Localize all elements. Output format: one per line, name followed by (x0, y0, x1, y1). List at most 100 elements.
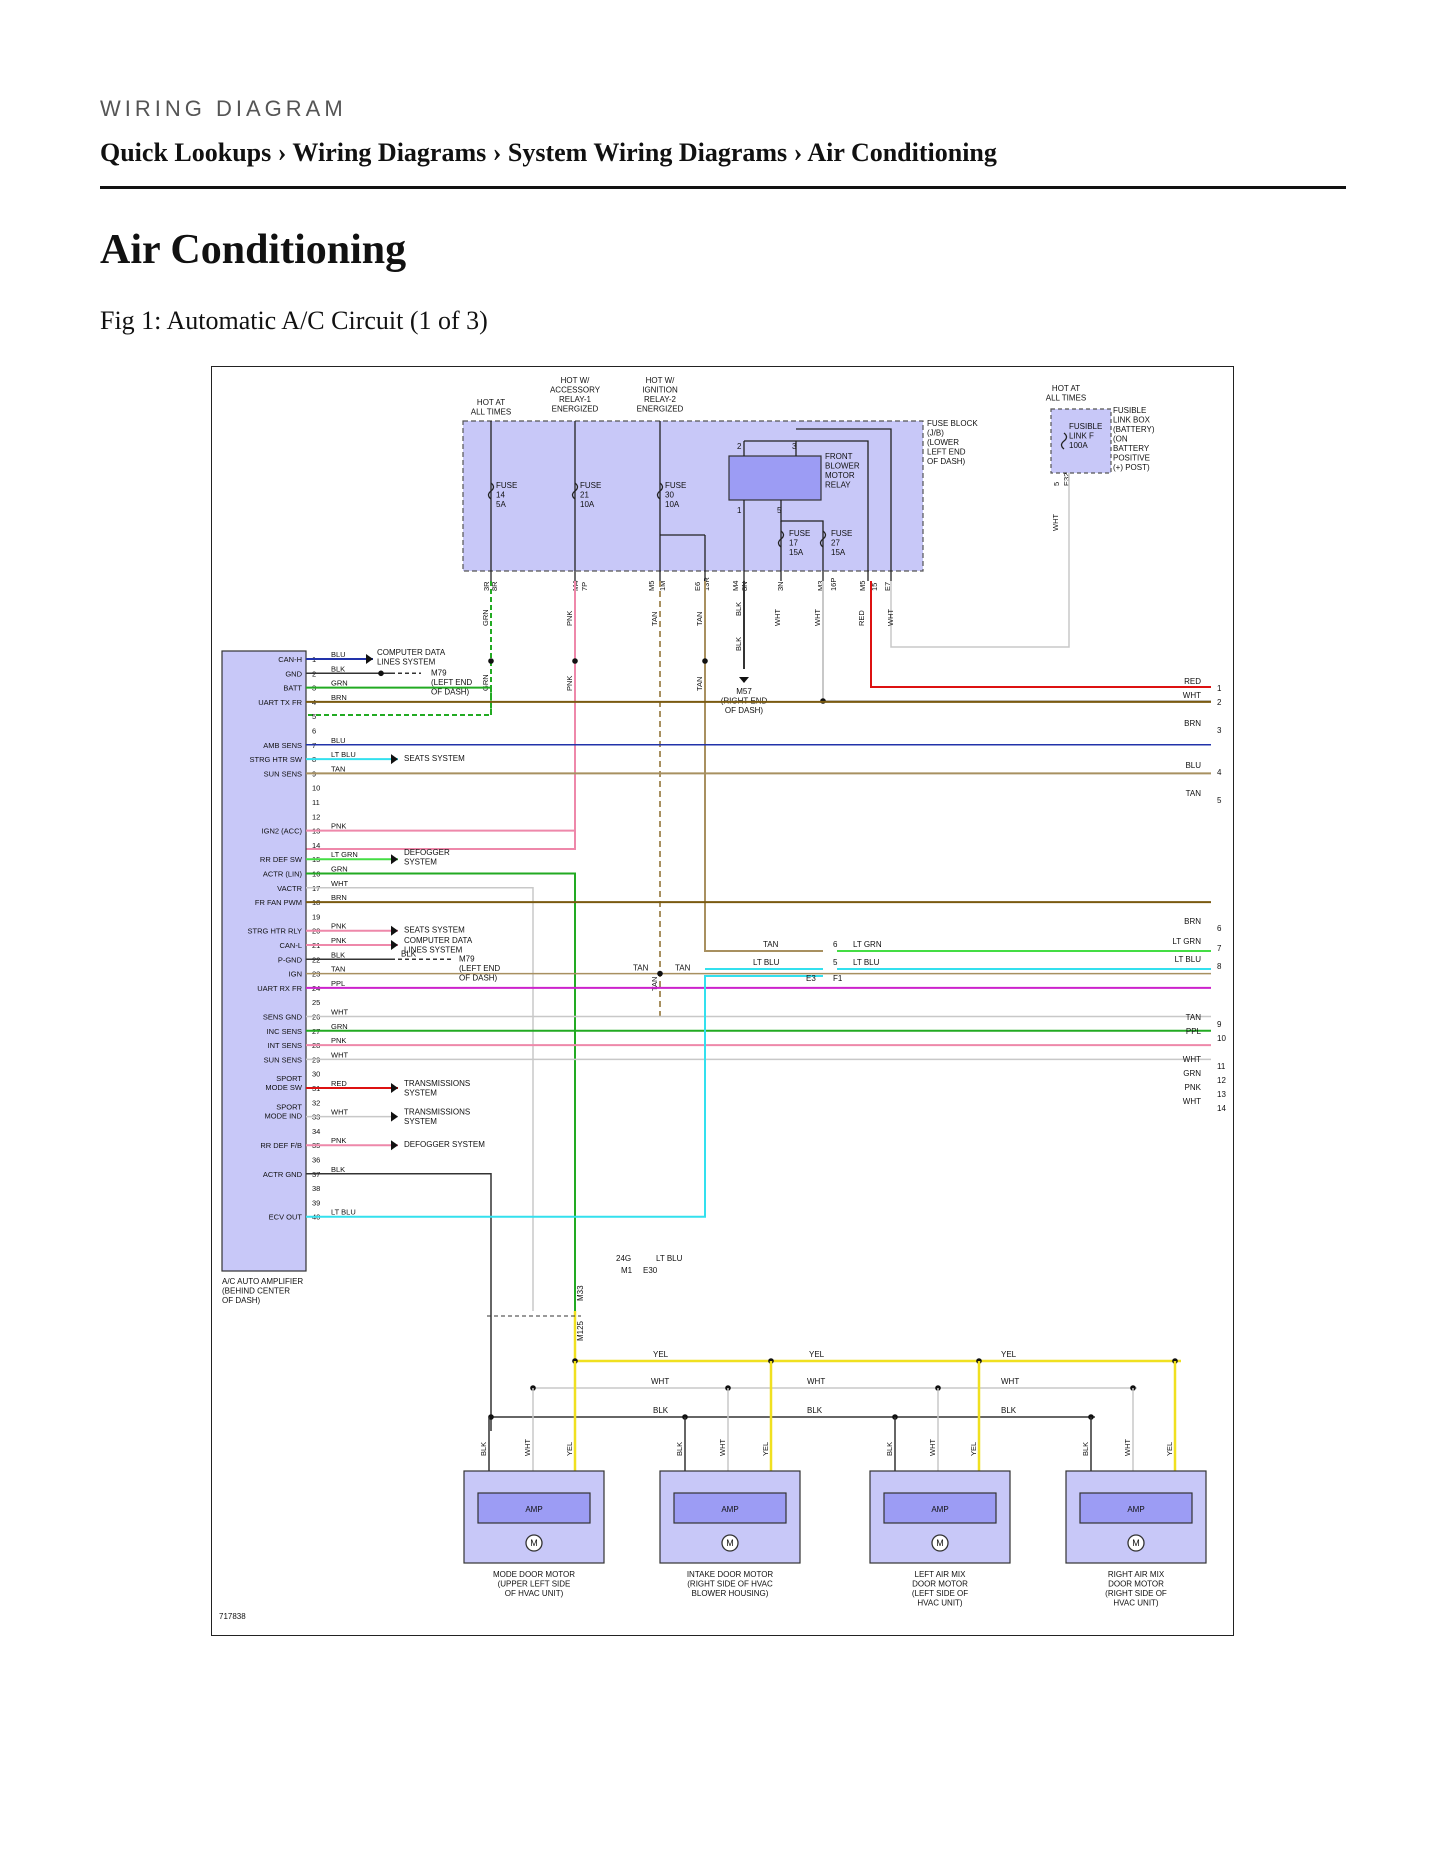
connector-code-17: 5 (1052, 482, 1061, 486)
ac-amplifier (221, 650, 307, 1272)
fuse-17-symbol (777, 530, 785, 548)
motor-4-motor-symbol (1127, 1534, 1145, 1552)
wire-fuse21-pnk (304, 581, 576, 850)
amp-pin-25: 25 (312, 998, 320, 1007)
connector-code-12: M3 (816, 581, 825, 591)
motor-1-wire-YEL: YEL (565, 1442, 574, 1456)
bus-wht-label-3: WHT (1001, 1377, 1019, 1386)
wire-color-label-13: WHT (886, 609, 895, 626)
right-terminal-wire-8: LT BLU (1175, 955, 1202, 964)
wire-color-label-9: BLK (734, 637, 743, 651)
right-terminal-wire-2: WHT (1183, 691, 1201, 700)
right-terminal-10: 10 (1217, 1034, 1226, 1043)
amp-pin-name-9: SUN SENS (264, 769, 302, 778)
right-terminal-12: 12 (1217, 1076, 1226, 1085)
amp-pin-name-7: AMB SENS (263, 741, 302, 750)
motor-1-amp-label: AMP (525, 1505, 542, 1514)
right-terminal-wire-13: PNK (1185, 1083, 1202, 1092)
wire-color-label-11: WHT (813, 609, 822, 626)
connector-code-7: E6 (693, 582, 702, 591)
splice-grn (488, 658, 494, 664)
amp-pin-name-40: ECV OUT (269, 1213, 303, 1222)
connector-code-1: 3R (482, 581, 491, 591)
amp-pin-name-22: P-GND (278, 955, 303, 964)
wire-color-label-4: PNK (565, 676, 574, 691)
splice-dot (378, 670, 384, 677)
amp-pin-34: 34 (312, 1127, 320, 1136)
motor-4-wire-BLK: BLK (1081, 1442, 1090, 1456)
figure-caption: Fig 1: Automatic A/C Circuit (1 of 3) (100, 306, 488, 335)
amp-pin-name-35: RR DEF F/B (260, 1141, 302, 1150)
motor-4-amp-label: AMP (1127, 1505, 1144, 1514)
connector-code-16: E7 (883, 582, 892, 591)
right-terminal-8: 8 (1217, 962, 1222, 971)
amp-pin-name-4: UART TX FR (258, 698, 302, 707)
motor-4-m-letter: M (1132, 1538, 1140, 1548)
amp-pin-name-29: SUN SENS (264, 1055, 302, 1064)
amp-pin-5: 5 (312, 712, 316, 721)
amp-wire-label-23: TAN (331, 965, 345, 974)
amp-pin-11: 11 (312, 798, 320, 807)
splice-tan-ign (657, 970, 663, 977)
breadcrumb[interactable]: Quick Lookups › Wiring Diagrams › System… (100, 138, 997, 167)
amp-wire-label-7: BLU (331, 736, 346, 745)
fuse-2-symbol (571, 482, 579, 500)
amp-wire-label-33: WHT (331, 1108, 348, 1117)
right-terminal-13: 13 (1217, 1090, 1226, 1099)
right-terminal-wire-7: LT GRN (1172, 937, 1201, 946)
relay-feed (744, 440, 869, 581)
right-terminal-14: 14 (1217, 1104, 1226, 1113)
wire-pin17 (306, 887, 534, 1311)
right-terminal-wire-10: PPL (1186, 1027, 1202, 1036)
wire-color-label-14: WHT (1051, 514, 1060, 531)
f1-pin-5: 5 (833, 958, 838, 967)
amp-pin-36: 36 (312, 1156, 320, 1165)
arrow-pin20 (391, 925, 398, 936)
wire-fuse14-grn (304, 581, 492, 716)
amp-wire-label-22: BLK (331, 950, 345, 959)
amp-wire-label-21: PNK (331, 936, 346, 945)
arrow-pin1 (366, 654, 373, 664)
connector-code-13: 16P (829, 578, 838, 591)
note-pin20: SEATS SYSTEM (404, 926, 465, 935)
fuse-3-symbol (656, 482, 664, 500)
wire-relay-wht (822, 581, 1211, 702)
motor-3-amp-label: AMP (931, 1505, 948, 1514)
wire-color-label-7: TAN (695, 677, 704, 691)
wire-color-label-1: GRN (481, 609, 490, 626)
right-terminal-wire-11: WHT (1183, 1055, 1201, 1064)
wire-pin16 (306, 872, 576, 1311)
bus-yel-label-2: YEL (809, 1350, 825, 1359)
bus-wht-label: WHT (651, 1377, 669, 1386)
connector-code-6: 1M (658, 581, 667, 591)
wire-tan-label-b: TAN (675, 964, 691, 973)
motor-4-wire-YEL: YEL (1165, 1442, 1174, 1456)
conn-m125: M125 (576, 1320, 585, 1341)
amp-wire-label-18: BRN (331, 893, 347, 902)
amp-wire-label-3: GRN (331, 679, 348, 688)
amp-wire-label-4: BRN (331, 693, 347, 702)
wire-ltgrn-label: LT GRN (853, 940, 882, 949)
amp-pin-name-26: SENS GND (263, 1013, 303, 1022)
motor-2-wire-YEL: YEL (761, 1442, 770, 1456)
arrow-pin15 (391, 854, 398, 865)
amp-wire-label-20: PNK (331, 922, 346, 931)
motor-3-amp (883, 1492, 997, 1524)
amp-wire-label-24: PPL (331, 979, 345, 988)
note-pin8: SEATS SYSTEM (404, 754, 465, 763)
motor-3-wire-WHT: WHT (928, 1439, 937, 1456)
conn-m33: M33 (576, 1285, 585, 1301)
amp-wire-label-13: PNK (331, 822, 346, 831)
amp-wire-label-17: WHT (331, 879, 348, 888)
page-eyebrow: WIRING DIAGRAM (100, 96, 347, 121)
